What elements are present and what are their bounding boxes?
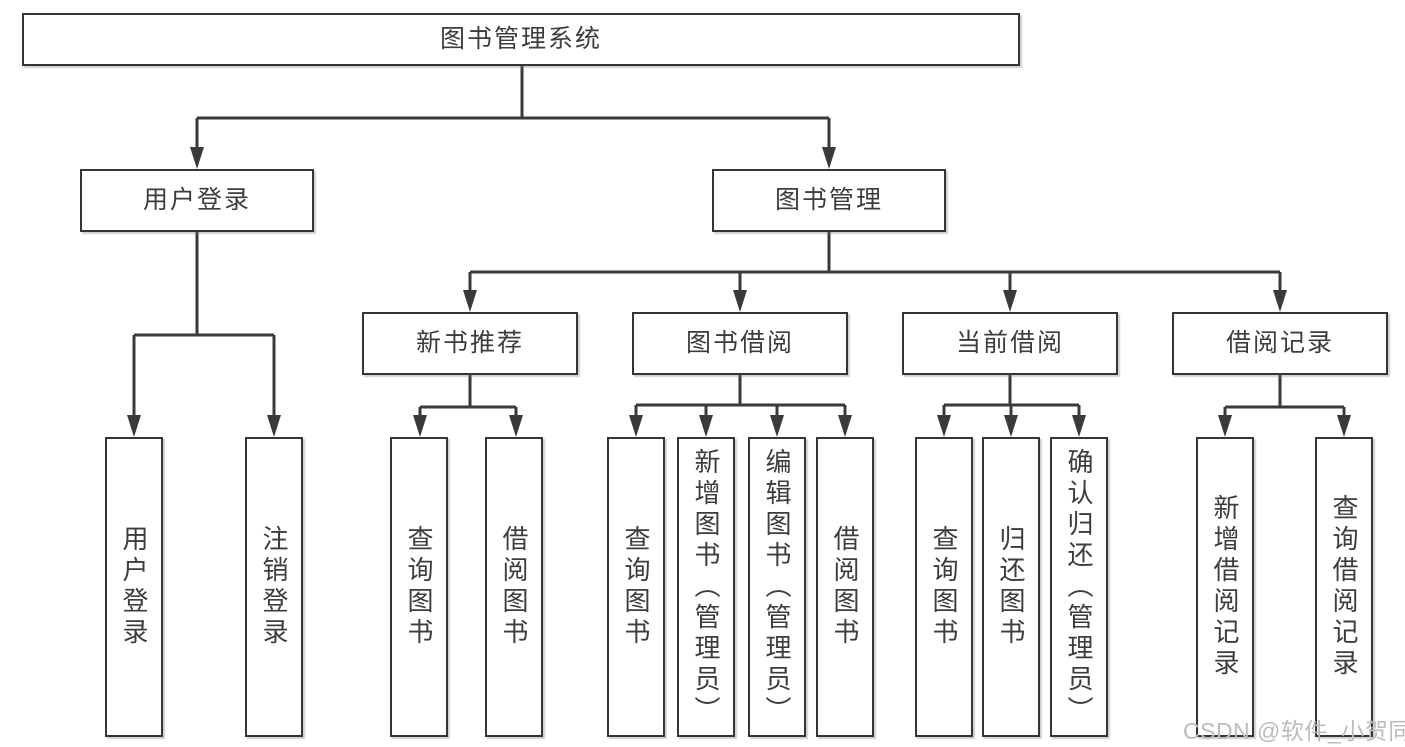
node-user-login: 用户登录 [80,169,314,232]
leaf-search-books-borrowing-label: 查询图书 [621,525,651,649]
node-user-login-label: 用户登录 [142,186,251,214]
leaf-return-books-label: 归还图书 [996,525,1026,649]
leaf-logout-login-label: 注销登录 [259,525,289,649]
leaf-search-borrow-record-label: 查询借阅记录 [1329,494,1359,680]
leaf-search-borrow-record: 查询借阅记录 [1315,437,1373,737]
leaf-borrow-books-recommend: 借阅图书 [485,437,543,737]
node-new-book-recommend-label: 新书推荐 [415,329,524,357]
node-library-system: 图书管理系统 [22,13,1020,66]
leaf-logout-login: 注销登录 [245,437,303,737]
leaf-borrow-books-borrowing-label: 借阅图书 [830,525,860,649]
leaf-add-books-admin: 新增图书（管理员） [677,437,735,737]
node-book-borrowing-label: 图书借阅 [685,329,794,357]
leaf-search-books-recommend: 查询图书 [390,437,448,737]
leaf-borrow-books-recommend-label: 借阅图书 [499,525,529,649]
leaf-confirm-return-admin: 确认归还（管理员） [1050,437,1108,737]
leaf-search-books-borrowing: 查询图书 [607,437,665,737]
node-borrowing-records-label: 借阅记录 [1225,329,1334,357]
leaf-edit-books-admin: 编辑图书（管理员） [748,437,806,737]
node-current-borrowing-label: 当前借阅 [955,329,1064,357]
node-book-borrowing: 图书借阅 [632,312,848,375]
leaf-user-login-action: 用户登录 [105,437,163,737]
leaf-user-login-action-label: 用户登录 [119,525,149,649]
csdn-watermark: CSDN @软件_小贺同学 [1183,718,1405,744]
node-book-management-label: 图书管理 [774,186,883,214]
leaf-add-borrow-record-label: 新增借阅记录 [1210,494,1240,680]
node-library-system-label: 图书管理系统 [439,25,602,53]
leaf-add-books-admin-label: 新增图书（管理员） [691,447,721,727]
node-current-borrowing: 当前借阅 [902,312,1118,375]
leaf-edit-books-admin-label: 编辑图书（管理员） [762,447,792,727]
node-book-management: 图书管理 [712,169,946,232]
leaf-confirm-return-admin-label: 确认归还（管理员） [1064,447,1094,727]
leaf-search-books-current-label: 查询图书 [929,525,959,649]
leaf-add-borrow-record: 新增借阅记录 [1196,437,1254,737]
node-new-book-recommend: 新书推荐 [362,312,578,375]
leaf-borrow-books-borrowing: 借阅图书 [816,437,874,737]
leaf-return-books: 归还图书 [982,437,1040,737]
leaf-search-books-recommend-label: 查询图书 [404,525,434,649]
leaf-search-books-current: 查询图书 [915,437,973,737]
node-borrowing-records: 借阅记录 [1172,312,1388,375]
